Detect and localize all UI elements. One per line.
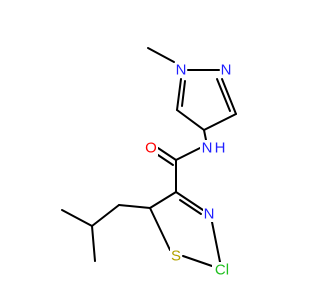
atom-label-methyl-n: N (176, 62, 187, 79)
bond-pyrazole-c3-c4 (203, 113, 237, 131)
molecule-diagram: N N N H O N S Cl (61, 47, 237, 279)
atom-label-chloro: Cl (215, 262, 229, 279)
bond-methyl (147, 47, 175, 63)
bond-nh-carbonyl (175, 147, 201, 161)
bond-thiazole-c4-n (175, 191, 204, 211)
atom-chloro: Cl (212, 262, 232, 279)
atom-methyl-n: N (175, 62, 187, 79)
atom-carbonyl-o: O (144, 140, 158, 157)
bond-thiazole-n-c2 (211, 221, 221, 263)
atom-label-pyrazole-n: N (221, 62, 232, 79)
bond-carbonyl-o-1 (157, 147, 177, 161)
bond-thiazole-s-c2 (182, 255, 213, 267)
bond-ch-ch3-b (91, 225, 96, 262)
bond-thiazole-c4-n-inner (179, 199, 202, 215)
bond-thiazole-c5-s (149, 207, 171, 251)
bond-thiazole-c4-c5 (149, 191, 177, 209)
atom-label-amide-h: H (215, 140, 226, 157)
bond-ch-ch3-a (61, 209, 93, 227)
bond-pyrazole-c4-c5 (176, 109, 205, 131)
atom-thiazole-n: N (203, 206, 215, 223)
bond-ch2-ch (91, 204, 120, 227)
bond-pyrazole-c5-n1 (176, 78, 182, 111)
atom-label-layer: N N N H O N S Cl (144, 62, 232, 279)
atom-amide-nh: N H (200, 140, 227, 157)
bond-pyrazole-n-c3 (221, 78, 237, 115)
bond-pyrazole-c5-n1-inner (181, 80, 186, 107)
bond-c4-nh (203, 129, 207, 141)
bond-pyrazole-n-c3-inner (216, 78, 231, 112)
atom-thiazole-s: S (170, 248, 182, 265)
atom-label-thiazole-n: N (204, 206, 215, 223)
atom-label-amide-n: N (202, 140, 213, 157)
atom-label-carbonyl-o: O (145, 140, 157, 157)
atom-pyrazole-n: N (220, 62, 232, 79)
bond-c5-ch2 (118, 204, 151, 209)
bond-layer (61, 47, 237, 267)
atom-label-thiazole-s: S (171, 248, 181, 265)
